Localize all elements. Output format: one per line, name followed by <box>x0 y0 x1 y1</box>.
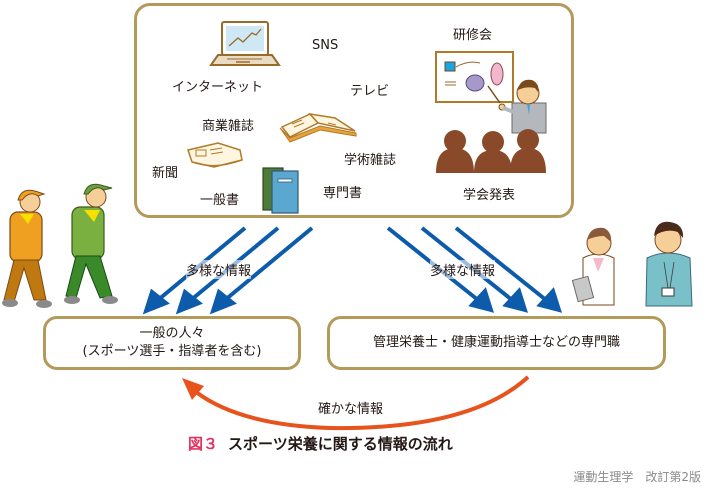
reliable-info-arrow <box>182 375 530 431</box>
blue-arrow-head <box>502 287 528 313</box>
professionals-label: 管理栄養士・健康運動指導士などの専門職 <box>372 335 620 350</box>
label-reliable-info: 確かな情報 <box>318 402 384 417</box>
label-internet: インターネット <box>172 80 264 95</box>
label-sns: SNS <box>312 38 339 53</box>
blue-arrow-head <box>468 287 494 313</box>
figure-title: スポーツ栄養に関する情報の流れ <box>228 435 453 453</box>
general-public-title: 一般の人々 <box>139 326 205 341</box>
blue-arrow <box>454 226 548 302</box>
label-academic-journal: 学術雑誌 <box>344 153 397 168</box>
label-workshop: 研修会 <box>453 28 493 43</box>
label-business-magazine: 商業雑誌 <box>202 119 255 134</box>
blue-arrow <box>223 226 314 302</box>
label-specialist-book: 専門書 <box>323 186 363 201</box>
blue-arrow-head <box>175 288 203 315</box>
blue-arrow-head <box>209 288 237 315</box>
audience-icon <box>436 129 546 173</box>
label-tv: テレビ <box>350 84 390 99</box>
walking-seniors-illustration <box>2 183 118 308</box>
blue-arrow-head <box>536 287 562 313</box>
orange-arrow-head <box>182 378 204 400</box>
source-credit: 運動生理学 改訂第2版 <box>573 470 701 484</box>
figure-number: 図３ <box>188 435 219 453</box>
professionals-box: 管理栄養士・健康運動指導士などの専門職 <box>327 316 666 370</box>
label-diverse-info-right: 多様な情報 <box>430 260 496 279</box>
figure-caption: 図３ スポーツ栄養に関する情報の流れ <box>188 433 453 454</box>
presentation-icon <box>435 51 547 134</box>
blue-arrow-head <box>142 288 170 315</box>
label-diverse-info-left: 多様な情報 <box>186 260 252 279</box>
books-icon <box>262 167 299 214</box>
general-public-box: 一般の人々 (スポーツ選手・指導者を含む) <box>43 316 301 370</box>
general-public-subtitle: (スポーツ選手・指導者を含む) <box>82 344 262 359</box>
open-magazine-icon <box>279 112 357 143</box>
label-general-book: 一般書 <box>200 193 240 208</box>
information-sources-box <box>134 3 574 218</box>
professionals-illustration <box>571 221 693 307</box>
label-newspaper: 新聞 <box>152 166 179 181</box>
laptop-icon <box>209 21 281 66</box>
label-conference-presentation: 学会発表 <box>463 188 516 203</box>
newspaper-icon <box>187 142 243 168</box>
